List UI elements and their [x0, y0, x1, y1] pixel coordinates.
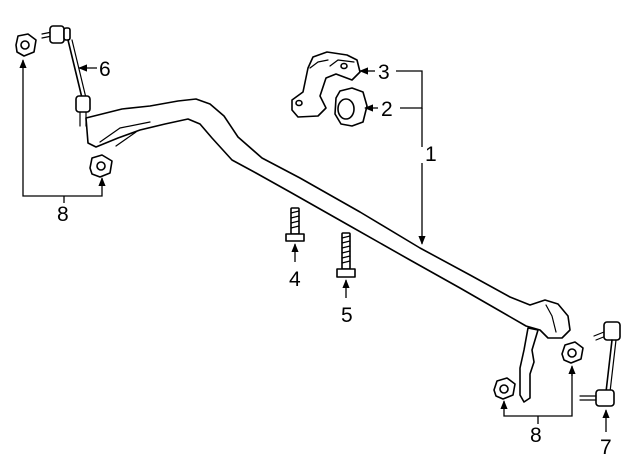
callout-3: 3 [378, 61, 390, 84]
left-nut-lower [89, 154, 113, 178]
callout-8-right: 8 [530, 424, 542, 447]
callout-1: 1 [425, 143, 437, 166]
bushing-bracket [291, 51, 361, 118]
bolt-4 [285, 207, 305, 242]
callout-5: 5 [341, 304, 353, 327]
right-nut-lower [493, 377, 516, 400]
callout-2: 2 [381, 98, 393, 121]
callout-8-left: 8 [57, 203, 69, 226]
callout-4: 4 [289, 268, 301, 291]
left-nut-upper [15, 33, 37, 57]
callout-6: 6 [99, 58, 111, 81]
leader-lines [19, 59, 610, 432]
right-stabilizer-link [579, 321, 621, 407]
bushing [334, 87, 368, 127]
left-stabilizer-link [41, 25, 91, 127]
right-nut-upper [561, 341, 584, 364]
stabilizer-bar [85, 98, 571, 403]
bolt-5 [336, 232, 356, 278]
callout-7: 7 [600, 436, 612, 459]
